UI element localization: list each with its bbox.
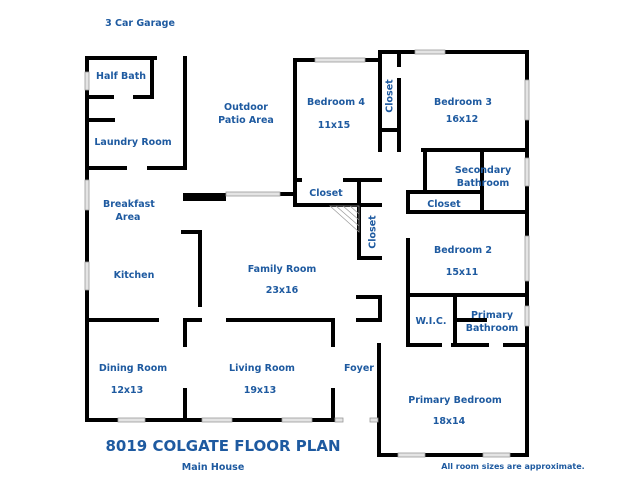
room-dining-size: 12x13 bbox=[110, 385, 144, 396]
room-family-name: Family Room bbox=[247, 264, 317, 275]
room-bedroom2-size: 15x11 bbox=[445, 267, 479, 278]
room-breakfast: Breakfast Area bbox=[103, 199, 155, 223]
room-bedroom2-closet: Closet bbox=[427, 199, 461, 210]
approximate-note: All room sizes are approximate. bbox=[441, 462, 585, 471]
room-bedroom2-name: Bedroom 2 bbox=[433, 245, 493, 256]
windows bbox=[84, 49, 530, 458]
room-hall-closet: Closet bbox=[367, 215, 379, 249]
room-half-bath: Half Bath bbox=[95, 71, 147, 82]
room-bedroom4-closet: Closet bbox=[309, 188, 343, 199]
room-bedroom3-name: Bedroom 3 bbox=[433, 97, 493, 108]
room-bedroom3-closet: Closet bbox=[384, 79, 396, 113]
room-bedroom3-size: 16x12 bbox=[445, 114, 479, 125]
room-primary-bedroom-name: Primary Bedroom bbox=[408, 395, 502, 406]
room-laundry: Laundry Room bbox=[94, 137, 172, 148]
room-wic: W.I.C. bbox=[415, 316, 447, 327]
room-primary-bedroom-size: 18x14 bbox=[432, 416, 466, 427]
room-dining-name: Dining Room bbox=[98, 363, 168, 374]
room-patio: Outdoor Patio Area bbox=[218, 102, 274, 126]
garage-label: 3 Car Garage bbox=[105, 18, 175, 29]
room-primary-bath: Primary Bathroom bbox=[465, 310, 519, 334]
room-bedroom4-size: 11x15 bbox=[317, 120, 351, 131]
plan-title: 8019 COLGATE FLOOR PLAN bbox=[105, 437, 341, 455]
stairs bbox=[329, 205, 360, 233]
plan-subtitle: Main House bbox=[181, 462, 245, 473]
room-kitchen: Kitchen bbox=[113, 270, 155, 281]
room-foyer: Foyer bbox=[344, 363, 374, 374]
room-living-size: 19x13 bbox=[243, 385, 277, 396]
room-family-size: 23x16 bbox=[265, 285, 299, 296]
room-secondary-bath: Secondary Bathroom bbox=[454, 165, 512, 189]
room-living-name: Living Room bbox=[229, 363, 295, 374]
room-bedroom4-name: Bedroom 4 bbox=[306, 97, 366, 108]
